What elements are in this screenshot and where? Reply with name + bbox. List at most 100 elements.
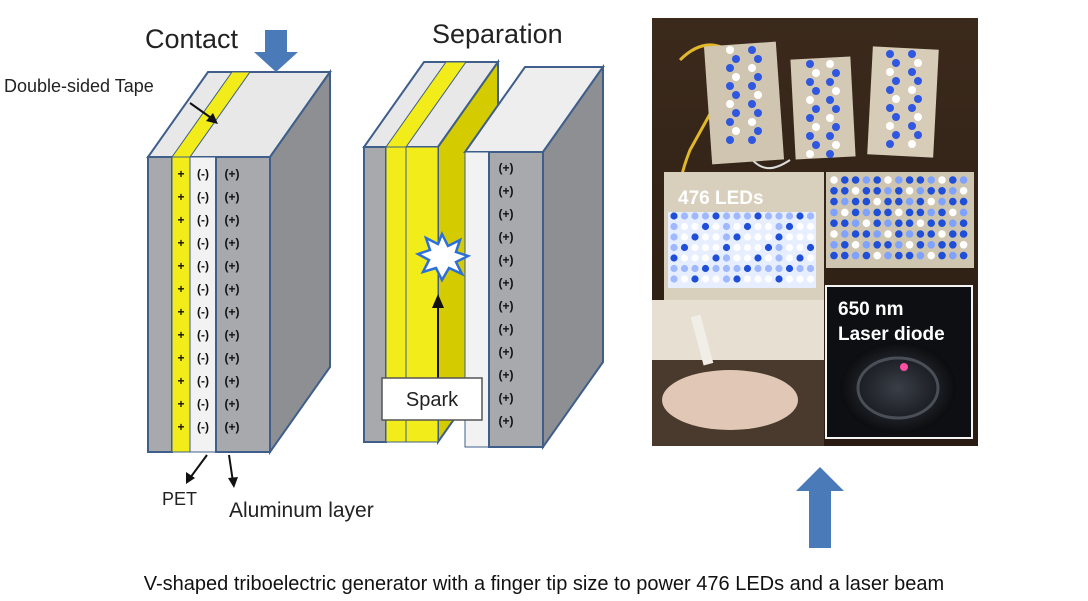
led [806, 78, 814, 86]
led [927, 176, 935, 184]
led [959, 176, 968, 184]
led [949, 251, 957, 260]
led [862, 251, 871, 260]
led [892, 59, 900, 67]
led [806, 264, 815, 273]
led [722, 222, 731, 231]
led [732, 127, 740, 135]
led [851, 176, 860, 184]
contact-aluminum-plus: (+) [225, 167, 240, 181]
led [826, 96, 834, 104]
led [748, 82, 756, 90]
led [732, 55, 740, 63]
led [764, 275, 773, 283]
led [892, 113, 900, 121]
led [796, 212, 804, 220]
led [796, 243, 804, 252]
led [712, 222, 720, 231]
led [726, 118, 734, 126]
led [764, 212, 773, 220]
led [916, 176, 925, 184]
led [701, 264, 710, 273]
led [905, 176, 914, 184]
led [862, 187, 871, 195]
led [884, 208, 892, 217]
led [938, 208, 946, 217]
led [748, 136, 756, 144]
led [754, 275, 762, 283]
contact-front-right-aluminum [215, 156, 271, 453]
led [830, 251, 838, 260]
led [722, 254, 731, 262]
aluminum-pointer-head [228, 477, 238, 488]
led [748, 46, 756, 54]
finger-hand [662, 370, 798, 430]
led [862, 197, 871, 206]
led [886, 50, 894, 58]
led [796, 222, 804, 231]
contact-tape-plus: + [177, 236, 184, 250]
led [916, 219, 925, 227]
led [873, 187, 881, 195]
led [949, 197, 957, 206]
led [914, 95, 922, 103]
led [775, 243, 783, 252]
led [927, 208, 935, 217]
led [927, 187, 935, 195]
separation-aluminum-plus: (+) [499, 161, 514, 175]
led [743, 275, 752, 283]
led [701, 243, 710, 252]
led [743, 233, 752, 241]
led [851, 208, 860, 217]
led [916, 197, 925, 206]
contact-tape-plus: + [177, 420, 184, 434]
led [754, 91, 762, 99]
led [701, 233, 710, 241]
led [775, 212, 783, 220]
sep-right-aluminum [488, 151, 544, 448]
led [743, 243, 752, 252]
contact-aluminum-plus: (+) [225, 213, 240, 227]
led [812, 105, 820, 113]
led [914, 77, 922, 85]
led [908, 86, 916, 94]
led [830, 241, 838, 249]
contact-aluminum-plus: (+) [225, 236, 240, 250]
led [841, 187, 849, 195]
led [812, 123, 820, 131]
led [938, 241, 946, 249]
led [884, 219, 892, 227]
separation-charges: (+)(+)(+)(+)(+)(+)(+)(+)(+)(+)(+)(+) [499, 161, 514, 428]
led [748, 100, 756, 108]
led [680, 254, 689, 262]
led [938, 219, 946, 227]
contact-aluminum-plus: (+) [225, 351, 240, 365]
led [733, 243, 741, 252]
spark-label-box [381, 377, 483, 421]
led [775, 254, 783, 262]
led [938, 187, 946, 195]
led [722, 233, 731, 241]
led [873, 230, 881, 238]
separation-aluminum-plus: (+) [499, 230, 514, 244]
led [884, 241, 892, 249]
led [785, 212, 794, 220]
led [873, 219, 881, 227]
separation-aluminum-plus: (+) [499, 345, 514, 359]
led [732, 73, 740, 81]
led [691, 264, 699, 273]
led [914, 59, 922, 67]
led [754, 254, 762, 262]
led [905, 197, 914, 206]
separation-title: Separation [432, 19, 563, 49]
led [826, 114, 834, 122]
led [830, 176, 838, 184]
led [905, 241, 914, 249]
separation-aluminum-plus: (+) [499, 276, 514, 290]
led [841, 230, 849, 238]
led [712, 233, 720, 241]
contact-pet-minus: (-) [197, 420, 209, 434]
led [959, 230, 968, 238]
led [785, 275, 794, 283]
contact-tape-plus: + [177, 282, 184, 296]
